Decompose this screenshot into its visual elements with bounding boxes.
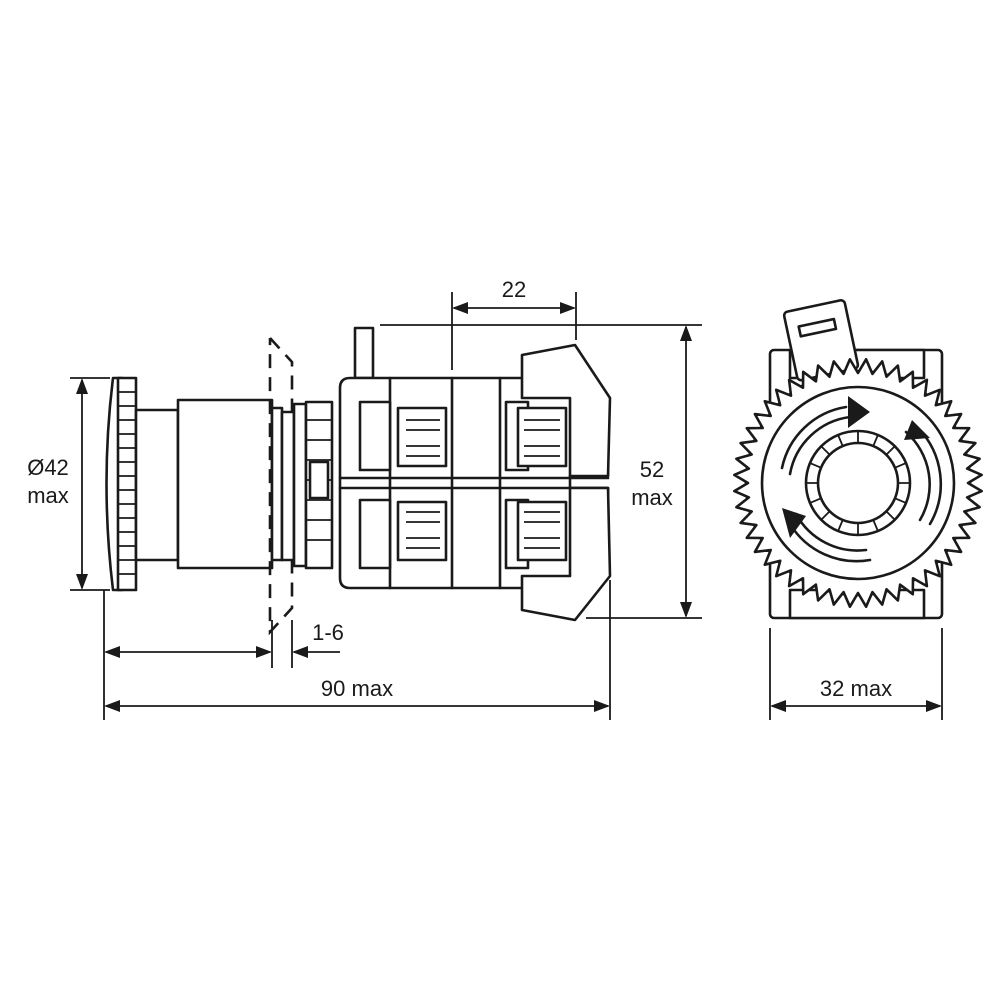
lens-rib-lines [806, 431, 910, 535]
panel-thickness-label: 1-6 [312, 620, 344, 645]
height-unit-label: max [631, 485, 673, 510]
side-view [105, 326, 612, 636]
actuator-body [176, 398, 284, 570]
contact-width-label: 22 [502, 277, 526, 302]
diameter-label: Ø42 [27, 455, 69, 480]
mounting-nut [280, 400, 334, 570]
contact-block [338, 326, 612, 622]
side-width-label: 32 max [820, 676, 892, 701]
dimension-lines [70, 292, 943, 720]
height-label: 52 [640, 457, 664, 482]
panel-outline [268, 337, 294, 636]
front-view [733, 298, 983, 620]
total-length-label: 90 max [321, 676, 393, 701]
mushroom-head [105, 376, 180, 592]
key-tab [782, 298, 860, 382]
rotation-arrows-icon [780, 396, 943, 563]
lens-ribs [806, 431, 910, 535]
dimension-labels: Ø42 max 22 52 max 1-6 90 max 32 max [27, 277, 892, 701]
diameter-unit-label: max [27, 483, 69, 508]
